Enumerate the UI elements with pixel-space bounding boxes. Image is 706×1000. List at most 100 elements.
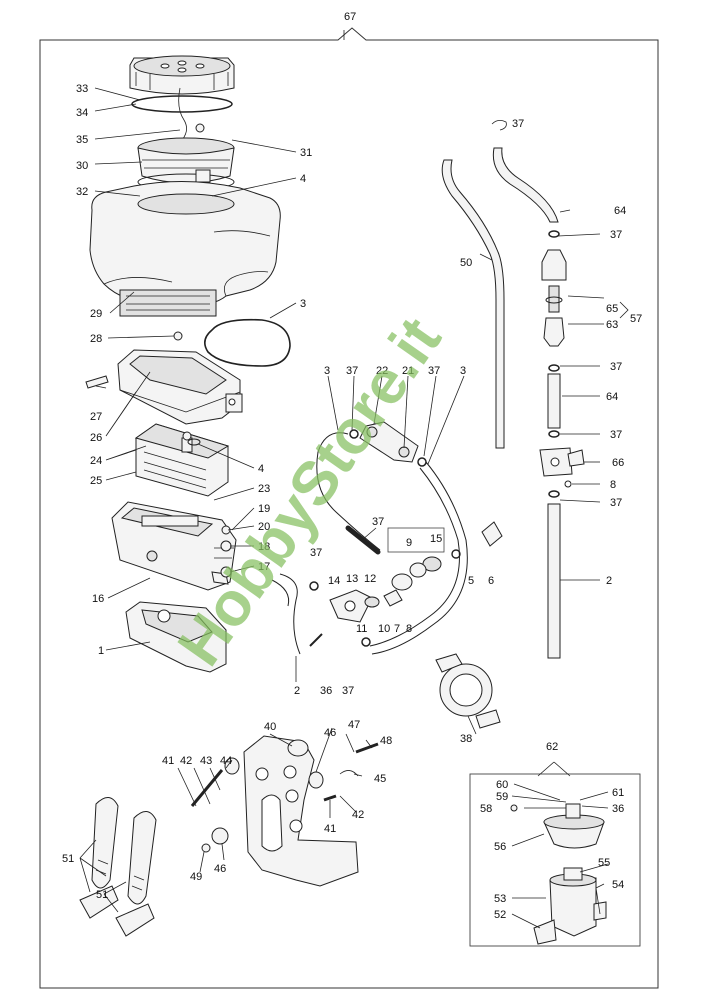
o-ring-5 <box>451 549 461 559</box>
label-3c: 3 <box>460 365 466 377</box>
cap-strap <box>178 87 187 141</box>
tank-body <box>89 180 281 317</box>
hose-64-top <box>492 147 559 223</box>
washer-46b <box>211 827 229 845</box>
bolt-41b <box>323 794 337 802</box>
label-57: 57 <box>630 313 642 325</box>
label-46b: 46 <box>214 863 226 875</box>
pump-motor <box>533 867 607 945</box>
label-14: 14 <box>328 575 340 587</box>
label-37h: 37 <box>610 361 622 373</box>
label-36a: 36 <box>320 685 332 697</box>
clamp-37-a <box>548 230 560 238</box>
valve-o-ring-8 <box>564 480 572 488</box>
hose-3-loop <box>316 432 381 551</box>
filter-housing-65 <box>541 249 567 281</box>
label-7: 7 <box>394 623 400 635</box>
label-60: 60 <box>496 779 508 791</box>
label-41a: 41 <box>162 755 174 767</box>
label-64b: 64 <box>606 391 618 403</box>
label-3a: 3 <box>300 298 306 310</box>
label-53: 53 <box>494 893 506 905</box>
label-63: 63 <box>606 319 618 331</box>
label-32: 32 <box>76 186 88 198</box>
kit-62-box <box>469 773 641 947</box>
clamp-37-top <box>491 120 507 131</box>
filter-element-63 <box>548 285 560 313</box>
small-washer <box>195 123 205 133</box>
label-28: 28 <box>90 333 102 345</box>
label-37a: 37 <box>310 547 322 559</box>
label-35: 35 <box>76 134 88 146</box>
pin-36 <box>309 633 323 647</box>
label-59: 59 <box>496 791 508 803</box>
clamp-37-valve <box>349 429 359 439</box>
label-36b: 36 <box>612 803 624 815</box>
backplate <box>243 735 359 887</box>
label-43: 43 <box>200 755 212 767</box>
part-labels: 33 34 35 30 32 31 4 29 3 28 27 26 24 25 … <box>62 83 642 921</box>
clamp-37-lower <box>361 637 371 647</box>
label-8a: 8 <box>406 623 412 635</box>
label-37c: 37 <box>346 365 358 377</box>
label-37e: 37 <box>372 516 384 528</box>
hose-2-left-inner <box>271 579 290 607</box>
label-56: 56 <box>494 841 506 853</box>
washer-46a <box>308 771 324 789</box>
label-26: 26 <box>90 432 102 444</box>
bolt-41a <box>190 769 224 807</box>
label-47: 47 <box>348 719 360 731</box>
label-22: 22 <box>376 365 388 377</box>
label-37j: 37 <box>610 497 622 509</box>
lance-tube-50 <box>441 159 505 449</box>
label-18: 18 <box>258 541 270 553</box>
label-27: 27 <box>90 411 102 423</box>
label-37g: 37 <box>610 229 622 241</box>
bushing-44 <box>224 757 240 775</box>
small-screw-58 <box>510 804 518 812</box>
label-41b: 41 <box>324 823 336 835</box>
clamp-37-mid <box>309 581 319 591</box>
label-2a: 2 <box>294 685 300 697</box>
label-44: 44 <box>220 755 232 767</box>
label-49: 49 <box>190 871 202 883</box>
valve-body <box>359 421 419 463</box>
shutoff-valve-66 <box>539 447 585 477</box>
leader-lines <box>79 30 629 929</box>
label-15: 15 <box>430 533 442 545</box>
label-40: 40 <box>264 721 276 733</box>
hose-connector-6 <box>481 521 503 547</box>
label-42a: 42 <box>180 755 192 767</box>
tank-support-frame <box>117 349 243 425</box>
label-13: 13 <box>346 573 358 585</box>
tank-o-ring <box>173 331 183 341</box>
label-5: 5 <box>468 575 474 587</box>
label-3b: 3 <box>324 365 330 377</box>
clamp-37-valve-b <box>417 457 427 467</box>
label-10: 10 <box>378 623 390 635</box>
label-8b: 8 <box>610 479 616 491</box>
hose-64-mid <box>547 373 561 429</box>
label-30: 30 <box>76 160 88 172</box>
clamp-37-c <box>548 430 560 438</box>
label-33: 33 <box>76 83 88 95</box>
label-17: 17 <box>258 561 270 573</box>
label-34: 34 <box>76 107 88 119</box>
label-42b: 42 <box>352 809 364 821</box>
knob-40 <box>287 739 309 757</box>
label-23: 23 <box>258 483 270 495</box>
label-58: 58 <box>480 803 492 815</box>
clip-45 <box>339 770 359 777</box>
filter-nut <box>543 317 565 347</box>
bottom-cover <box>125 601 227 673</box>
label-66: 66 <box>612 457 624 469</box>
label-37b: 37 <box>342 685 354 697</box>
label-9: 9 <box>406 537 412 549</box>
shoulder-strap-left <box>79 797 119 919</box>
filter-basket <box>137 137 235 191</box>
label-55: 55 <box>598 857 610 869</box>
label-54: 54 <box>612 879 624 891</box>
assembly-number: 67 <box>344 11 356 23</box>
cartridge-washer <box>187 438 201 446</box>
